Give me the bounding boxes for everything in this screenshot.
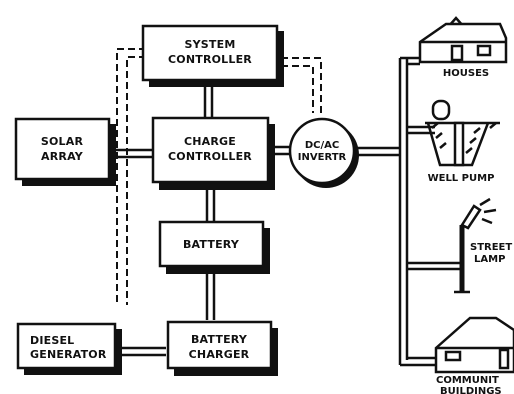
well-pump-icon: WELL PUMP <box>425 99 500 184</box>
control-line-inverter-inner <box>281 65 314 113</box>
solar-array-block: SOLAR ARRAY <box>14 117 116 186</box>
inverter-label-2: INVERTR <box>298 152 347 163</box>
inverter-block: DC/AC INVERTR <box>288 117 359 188</box>
system-controller-label-2: CONTROLLER <box>168 53 252 66</box>
house-door-icon <box>450 44 464 62</box>
street-lamp-label-2: LAMP <box>474 254 505 265</box>
branch-houses <box>400 56 420 66</box>
street-lamp-icon: STREET LAMP <box>454 197 512 294</box>
lamp-light-rays <box>479 197 497 225</box>
branch-street-lamp <box>407 261 462 271</box>
battery-block: BATTERY <box>158 220 270 274</box>
wiring <box>112 56 462 367</box>
charge-controller-block: CHARGE CONTROLLER <box>151 116 275 190</box>
community-window-icon <box>444 350 462 362</box>
battery-charger-block: BATTERY CHARGER <box>166 320 278 376</box>
community-label-2: BUILDINGS <box>440 386 502 394</box>
solar-array-label-2: ARRAY <box>41 150 84 163</box>
control-lines <box>116 48 322 305</box>
water-tank-icon <box>431 99 451 121</box>
diesel-generator-block: DIESEL GENERATOR <box>16 322 122 375</box>
street-lamp-label-1: STREET <box>470 242 512 253</box>
battery-charger-label-2: CHARGER <box>189 348 250 361</box>
system-controller-label-1: SYSTEM <box>185 38 236 51</box>
community-label-1: COMMUNIT <box>436 375 499 386</box>
houses-icon: HOUSES <box>418 16 508 79</box>
community-buildings-icon: COMMUNIT BUILDINGS <box>434 316 514 394</box>
inverter-label-1: DC/AC <box>305 140 339 151</box>
battery-label: BATTERY <box>183 238 240 251</box>
diesel-generator-label-1: DIESEL <box>30 334 74 347</box>
branch-community <box>400 356 436 367</box>
solar-array-label-1: SOLAR <box>41 135 84 148</box>
charge-controller-label-1: CHARGE <box>184 135 236 148</box>
pump-pipe-icon <box>453 121 465 167</box>
control-line-outer <box>116 48 146 305</box>
system-controller-block: SYSTEM CONTROLLER <box>141 24 284 87</box>
charge-controller-label-2: CONTROLLER <box>168 150 252 163</box>
ground-hatch <box>431 122 497 154</box>
well-pump-label: WELL PUMP <box>428 173 495 184</box>
house-window-icon <box>476 44 492 57</box>
lamp-head-icon <box>460 204 482 230</box>
control-line-inner <box>126 56 146 305</box>
houses-label: HOUSES <box>443 68 489 79</box>
diesel-generator-label-2: GENERATOR <box>30 348 107 361</box>
battery-charger-label-1: BATTERY <box>191 333 248 346</box>
community-door-icon <box>498 348 510 370</box>
control-line-inverter-outer <box>281 57 322 113</box>
